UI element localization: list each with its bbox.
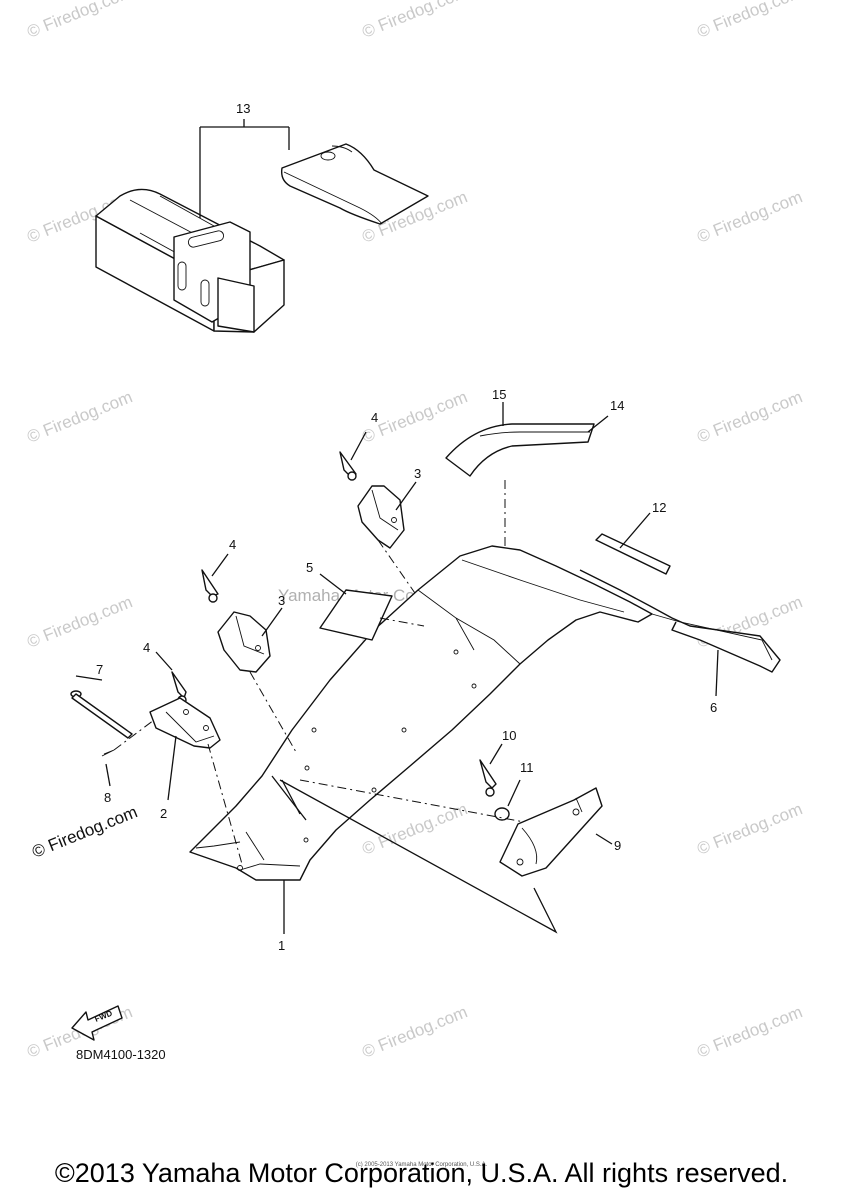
part-10-rivet: 10: [479, 728, 516, 797]
watermark-dark: © Firedog.com: [29, 802, 140, 861]
callout-7: 7: [96, 662, 103, 677]
watermark: © Firedog.com: [694, 387, 805, 446]
watermark: © Firedog.com: [359, 1002, 470, 1061]
centerline: [249, 671, 297, 753]
watermark: © Firedog.com: [24, 387, 135, 446]
part-4-rivet-left: 4: [143, 640, 187, 705]
callout-11: 11: [520, 760, 534, 775]
part-3-bracket-mid: 3: [217, 593, 285, 673]
callout-6: 6: [710, 700, 717, 715]
part-13-tool-kit: [95, 143, 429, 333]
callout-15: 15: [492, 387, 506, 402]
watermark: © Firedog.com: [694, 0, 805, 42]
centerline: [379, 617, 425, 627]
callout-9: 9: [614, 838, 621, 853]
part-3-bracket-top: 3: [357, 466, 421, 549]
part-14-15-decal: 15 14: [445, 387, 624, 477]
part-12-strap: 12: [595, 500, 671, 575]
callout-2: 2: [160, 806, 167, 821]
watermark: © Firedog.com: [359, 799, 470, 858]
centerline: [207, 743, 243, 865]
watermark-layer: © Firedog.com © Firedog.com © Firedog.co…: [24, 0, 805, 1062]
callout-12: 12: [652, 500, 666, 515]
watermark: © Firedog.com: [24, 592, 135, 651]
part-4-rivet-top: 4: [339, 410, 378, 481]
watermark: © Firedog.com: [24, 0, 135, 42]
part-2-bracket: 2: [149, 697, 221, 821]
watermark: © Firedog.com: [694, 187, 805, 246]
part-5-label: 5: [306, 560, 393, 641]
part-7-bolt: 7: [70, 662, 133, 739]
leader: [279, 779, 558, 934]
watermark: © Firedog.com: [359, 0, 470, 42]
callout-3-mid: 3: [278, 593, 285, 608]
tiny-notice: (c) 2005-2013 Yamaha Motor Corporation, …: [355, 1162, 488, 1168]
callout-14: 14: [610, 398, 624, 413]
watermark: © Firedog.com: [694, 1002, 805, 1061]
fwd-arrow-icon: FWD: [71, 1005, 123, 1041]
leader: [281, 779, 301, 815]
part-8-pin: 8: [101, 749, 115, 805]
part-11-washer: 11: [494, 760, 534, 821]
centerline: [377, 539, 457, 653]
drawing-code: 8DM4100-1320: [76, 1047, 166, 1062]
part-13-leader: 13: [199, 101, 290, 218]
callout-4-top: 4: [371, 410, 378, 425]
callout-3-top: 3: [414, 466, 421, 481]
part-6-wire-handle: 6: [579, 569, 781, 715]
leader: [271, 775, 307, 821]
watermark: © Firedog.com: [694, 799, 805, 858]
part-1-fender: 1: [189, 545, 653, 953]
part-4-rivet-mid: 4: [201, 537, 236, 603]
callout-1: 1: [278, 938, 285, 953]
callout-8: 8: [104, 790, 111, 805]
callout-5: 5: [306, 560, 313, 575]
part-9-bracket: 9: [499, 787, 621, 877]
copyright-footer: ©2013 Yamaha Motor Corporation, U.S.A. A…: [54, 1158, 789, 1188]
callout-13: 13: [236, 101, 250, 116]
centerline: [113, 719, 155, 751]
callout-4-mid: 4: [229, 537, 236, 552]
callout-4-left: 4: [143, 640, 150, 655]
callout-10: 10: [502, 728, 516, 743]
